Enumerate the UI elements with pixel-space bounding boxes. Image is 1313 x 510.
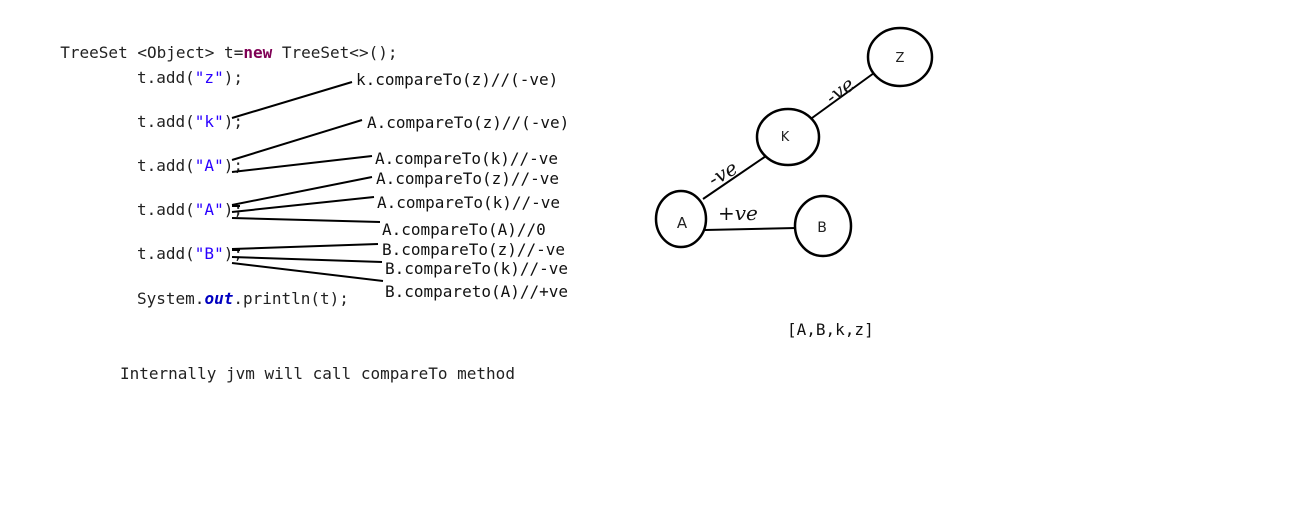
edge-label-k-z: -ve: [821, 72, 859, 109]
edge-label-a-k: -ve: [704, 155, 742, 191]
connector-line: [231, 262, 384, 282]
add-call: t.add(: [137, 68, 195, 87]
treeset-declaration: TreeSet <Object> t=new TreeSet<>();: [41, 24, 397, 62]
println-line: System.out.println(t);: [137, 289, 349, 308]
add-arg: "z": [194, 68, 224, 87]
edge-label-a-b: +ve: [718, 201, 758, 225]
tree-edge-a-k: [702, 155, 767, 200]
comparison-note-7: B.compareTo(z)//-ve: [382, 240, 566, 259]
connector-line: [231, 217, 381, 223]
add-line-3: t.add("A");: [137, 156, 243, 175]
node-label-k: K: [781, 130, 790, 145]
connector-line: [231, 119, 363, 161]
decl-new-keyword: new: [243, 43, 273, 62]
add-call: t.add(: [137, 156, 195, 175]
add-line-5: t.add("B");: [137, 244, 243, 263]
print-out-field: out: [204, 289, 234, 308]
add-close: );: [223, 68, 243, 87]
add-arg: "k": [194, 112, 224, 131]
comparison-note-8: B.compareTo(k)//-ve: [385, 259, 569, 278]
comparison-note-5: A.compareTo(k)//-ve: [377, 193, 561, 212]
add-call: t.add(: [137, 244, 195, 263]
decl-ctor: TreeSet<>();: [281, 43, 398, 62]
decl-op: =: [233, 43, 244, 62]
tree-edge-k-z: [811, 72, 875, 119]
sorted-result: [A,B,k,z]: [787, 320, 874, 339]
comparison-note-4: A.compareTo(z)//-ve: [376, 169, 560, 188]
comparison-note-9: B.compareto(A)//+ve: [385, 282, 569, 301]
comparison-note-3: A.compareTo(k)//-ve: [375, 149, 559, 168]
node-label-b: B: [817, 220, 827, 236]
decl-type: TreeSet: [60, 43, 128, 62]
tree-node-b: [793, 194, 853, 258]
add-arg: "A": [194, 156, 224, 175]
add-line-1: t.add("z");: [137, 68, 243, 87]
node-label-a: A: [677, 214, 688, 232]
tree-node-z: [866, 26, 934, 88]
decl-var: t: [224, 43, 234, 62]
add-call: t.add(: [137, 200, 195, 219]
add-arg: "A": [194, 200, 224, 219]
tree-node-a: [654, 189, 708, 249]
print-suffix: .println(t);: [233, 289, 349, 308]
connector-line: [231, 155, 373, 173]
comparison-note-6: A.compareTo(A)//0: [382, 220, 546, 239]
connector-line: [231, 176, 373, 206]
connector-tick: [232, 205, 240, 251]
tree-node-k: [755, 107, 821, 167]
tree-edge-a-b: [704, 227, 797, 231]
connector-line: [231, 243, 379, 250]
node-label-z: Z: [896, 51, 905, 66]
connector-line: [231, 256, 383, 263]
print-prefix: System.: [137, 289, 205, 308]
connector-line: [231, 81, 353, 119]
add-arg: "B": [194, 244, 224, 263]
add-close: );: [223, 156, 243, 175]
comparison-note-2: A.compareTo(z)//(-ve): [367, 113, 570, 132]
explanation-note: Internally jvm will call compareTo metho…: [120, 364, 515, 383]
decl-generic: <Object>: [137, 43, 215, 62]
comparison-note-1: k.compareTo(z)//(-ve): [356, 70, 559, 89]
add-call: t.add(: [137, 112, 195, 131]
connector-line: [231, 196, 375, 213]
